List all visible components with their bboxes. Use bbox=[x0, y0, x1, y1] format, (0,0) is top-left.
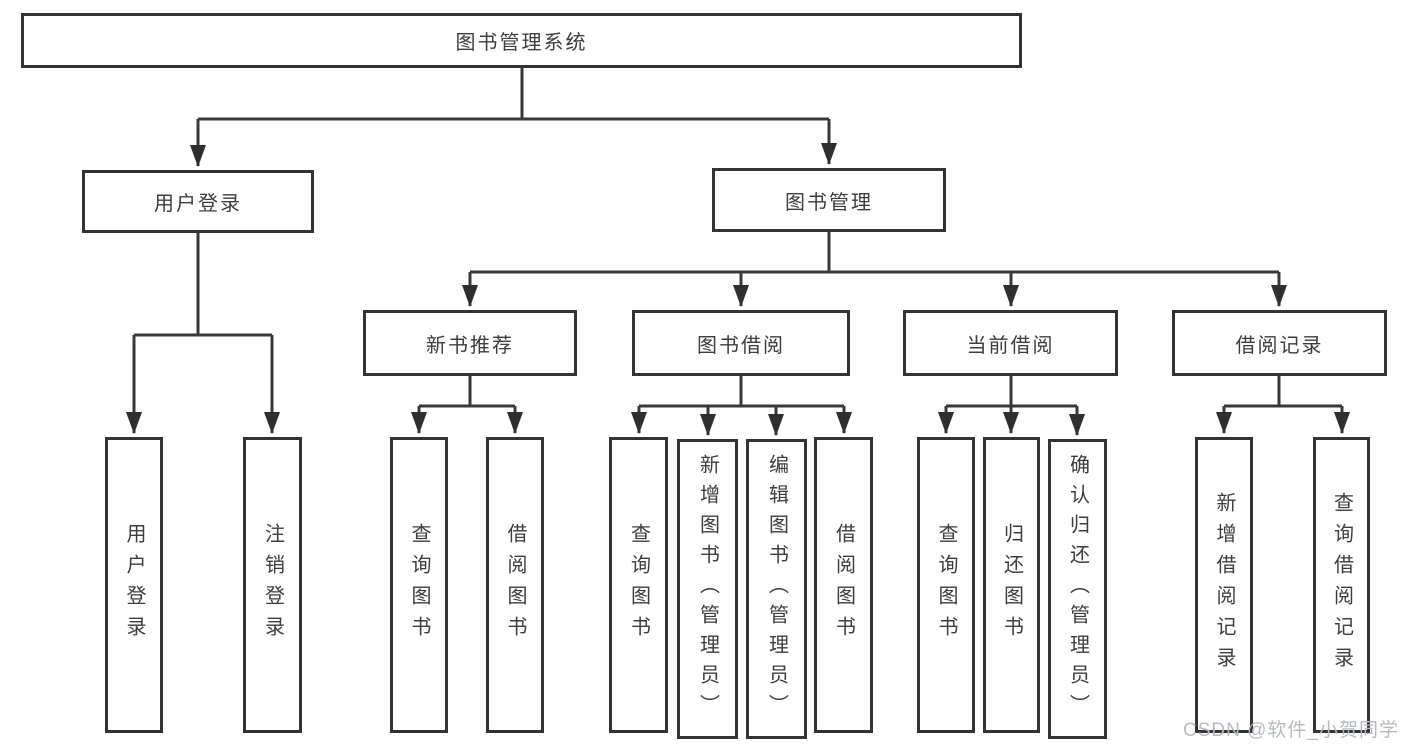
leaf-query-books-recommend: 查询图书 bbox=[390, 437, 448, 733]
leaf-add-borrow-record-label: 新增借阅记录 bbox=[1213, 492, 1235, 678]
leaf-query-books-recommend-label: 查询图书 bbox=[408, 523, 430, 647]
node-user-login: 用户登录 bbox=[82, 170, 314, 233]
node-current-borrow: 当前借阅 bbox=[903, 310, 1118, 376]
leaf-borrow-books-borrow: 借阅图书 bbox=[814, 437, 873, 733]
node-new-book-recommend: 新书推荐 bbox=[363, 310, 577, 376]
leaf-user-login-label: 用户登录 bbox=[123, 523, 145, 647]
node-root-label: 图书管理系统 bbox=[455, 32, 588, 54]
node-new-book-recommend-label: 新书推荐 bbox=[426, 334, 514, 357]
leaf-add-book-admin-label: 新增图书（管理员） bbox=[696, 454, 719, 724]
leaf-query-books-current-label: 查询图书 bbox=[935, 523, 957, 647]
leaf-query-books-borrow: 查询图书 bbox=[609, 437, 668, 733]
node-book-management-label: 图书管理 bbox=[785, 191, 873, 214]
leaf-borrow-books-borrow-label: 借阅图书 bbox=[832, 523, 855, 647]
leaf-add-book-admin: 新增图书（管理员） bbox=[677, 439, 738, 739]
leaf-logout-label: 注销登录 bbox=[261, 523, 284, 647]
leaf-query-borrow-record: 查询借阅记录 bbox=[1313, 437, 1370, 733]
csdn-watermark: CSDN @软件_小贺同学 bbox=[1183, 720, 1399, 741]
leaf-edit-book-admin-label: 编辑图书（管理员） bbox=[765, 454, 788, 724]
leaf-edit-book-admin: 编辑图书（管理员） bbox=[746, 439, 807, 739]
node-book-borrow: 图书借阅 bbox=[632, 310, 850, 376]
node-root: 图书管理系统 bbox=[21, 13, 1022, 68]
leaf-query-books-current: 查询图书 bbox=[917, 437, 975, 733]
leaf-logout: 注销登录 bbox=[243, 437, 302, 733]
leaf-confirm-return-admin: 确认归还（管理员） bbox=[1048, 439, 1107, 739]
leaf-query-books-borrow-label: 查询图书 bbox=[627, 523, 650, 647]
leaf-return-book: 归还图书 bbox=[983, 437, 1040, 733]
leaf-query-borrow-record-label: 查询借阅记录 bbox=[1330, 492, 1353, 678]
node-borrow-records: 借阅记录 bbox=[1172, 310, 1387, 376]
node-book-management: 图书管理 bbox=[712, 168, 946, 232]
leaf-return-book-label: 归还图书 bbox=[1000, 523, 1023, 647]
leaf-user-login: 用户登录 bbox=[105, 437, 163, 733]
node-book-borrow-label: 图书借阅 bbox=[697, 334, 785, 357]
node-borrow-records-label: 借阅记录 bbox=[1235, 334, 1324, 357]
leaf-add-borrow-record: 新增借阅记录 bbox=[1195, 437, 1253, 733]
leaf-borrow-books-recommend-label: 借阅图书 bbox=[504, 523, 526, 647]
node-current-borrow-label: 当前借阅 bbox=[966, 334, 1055, 357]
node-user-login-label: 用户登录 bbox=[154, 193, 242, 215]
leaf-confirm-return-admin-label: 确认归还（管理员） bbox=[1066, 454, 1089, 724]
leaf-borrow-books-recommend: 借阅图书 bbox=[486, 437, 544, 733]
